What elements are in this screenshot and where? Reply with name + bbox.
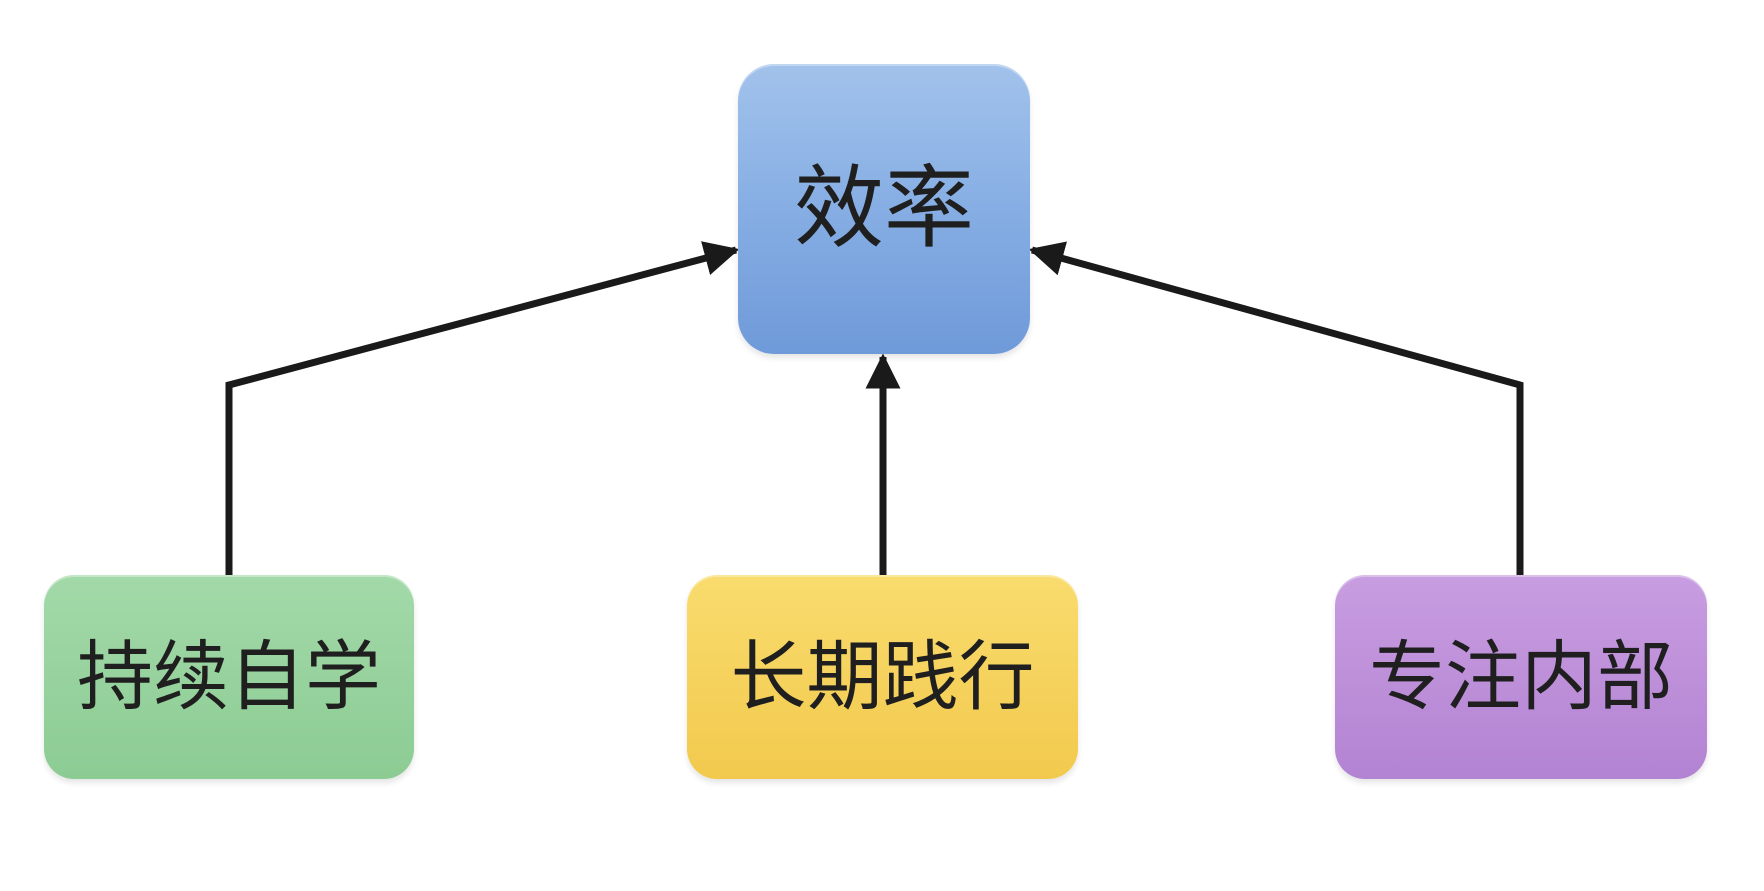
node-internal-focus: 专注内部 <box>1335 575 1707 779</box>
node-continuous-self-study: 持续自学 <box>44 575 414 779</box>
node-efficiency: 效率 <box>738 64 1030 354</box>
node-continuous-self-study-label: 持续自学 <box>77 632 381 721</box>
node-long-term-practice: 长期践行 <box>687 575 1078 779</box>
node-internal-focus-label: 专注内部 <box>1369 632 1673 721</box>
node-efficiency-label: 效率 <box>794 156 974 261</box>
node-long-term-practice-label: 长期践行 <box>730 632 1035 721</box>
edge-right-to-top <box>1028 241 1524 575</box>
edge-left-to-top <box>225 241 740 575</box>
